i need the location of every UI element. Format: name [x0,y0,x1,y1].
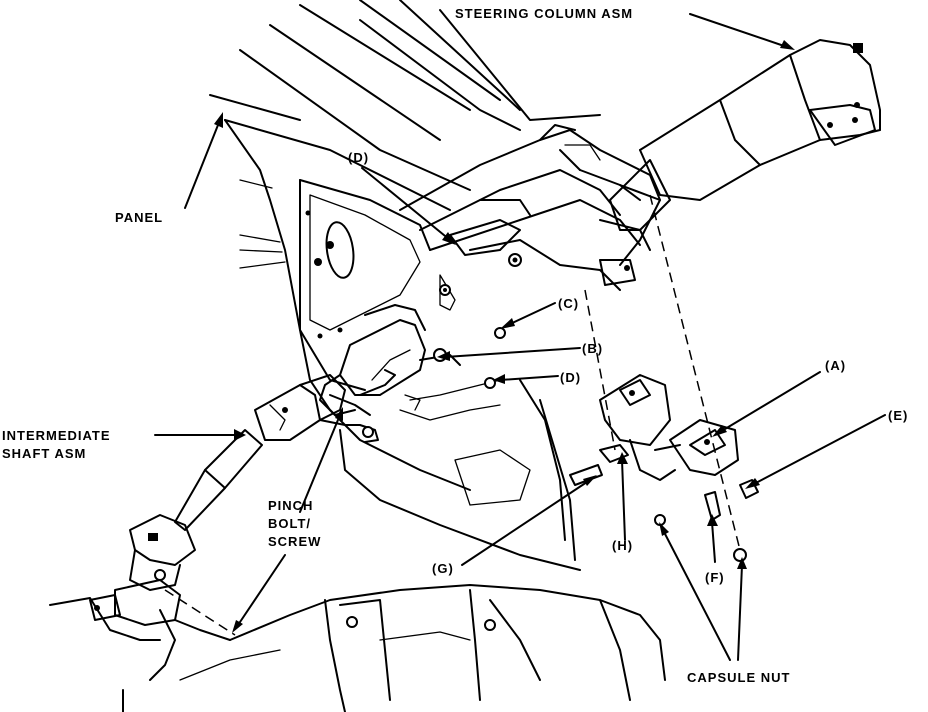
floor-frame [179,584,666,712]
label-b: (B) [582,341,603,356]
label-intermediate-1: INTERMEDIATE [2,428,111,443]
label-d-mid: (D) [560,370,581,385]
panel-structure [209,0,601,571]
label-pinch-1: PINCH [268,498,313,513]
label-e: (E) [888,408,908,423]
steering-column [599,39,881,251]
leader-lines [122,13,886,712]
label-intermediate-2: SHAFT ASM [2,446,86,461]
label-c: (C) [558,296,579,311]
label-g: (G) [432,561,454,576]
callout-labels: STEERING COLUMN ASM PANEL (D) (C) (B) (D… [2,6,908,685]
label-a: (A) [825,358,846,373]
label-panel: PANEL [115,210,163,225]
label-capsule-nut: CAPSULE NUT [687,670,790,685]
column-support-bracket [399,124,661,311]
label-f: (F) [705,570,725,585]
label-steering-column: STEERING COLUMN ASM [455,6,633,21]
label-pinch-2: BOLT/ [268,516,311,531]
capsule-brackets [164,194,759,636]
lower-shaft-boot [319,284,506,421]
label-pinch-3: SCREW [268,534,321,549]
intermediate-shaft [49,369,396,681]
label-h: (H) [612,538,633,553]
label-d-top: (D) [348,150,369,165]
